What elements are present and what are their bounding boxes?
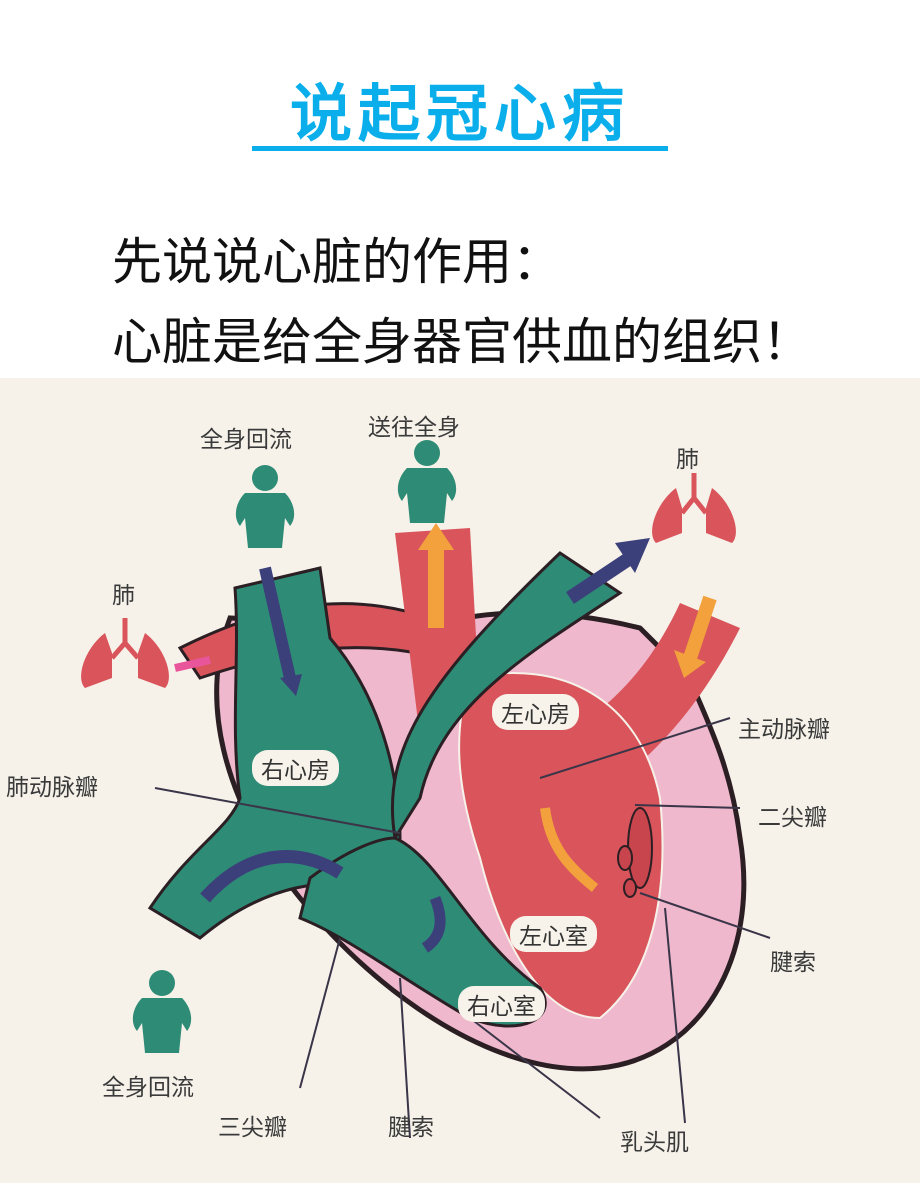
intro-text: 先说说心脏的作用： 心脏是给全身器官供血的组织！	[112, 222, 812, 382]
label-left-ventricle: 左心室	[510, 916, 597, 952]
person-icon-body-return-bottom	[132, 970, 192, 1053]
flow-arrow-lung-pink	[174, 656, 211, 672]
intro-line-1: 先说说心脏的作用：	[112, 233, 562, 291]
label-aortic-valve: 主动脉瓣	[738, 717, 830, 743]
label-right-ventricle: 右心室	[458, 986, 545, 1022]
heart-diagram: 全身回流 送往全身 肺 肺 肺动脉瓣 右心房 左心房 主动脉瓣 二尖瓣 左心室 …	[0, 378, 920, 1183]
heart-illustration	[81, 440, 771, 1139]
label-right-atrium: 右心房	[252, 750, 339, 786]
flow-arrow-pulmonary	[566, 552, 634, 604]
lungs-icon-right	[652, 473, 736, 543]
pulmonary-artery	[390, 551, 623, 843]
flow-arrow-right-ventricle	[421, 895, 446, 953]
label-body-return-top: 全身回流	[200, 427, 292, 453]
label-chordae-right: 腱索	[770, 950, 816, 976]
label-mitral-valve: 二尖瓣	[758, 805, 827, 831]
label-tricuspid-valve: 三尖瓣	[218, 1115, 287, 1141]
person-icon-send-to-body	[397, 440, 457, 523]
label-pulmonary-valve: 肺动脉瓣	[6, 775, 98, 801]
slide-title: 说起冠心病	[289, 77, 630, 150]
label-send-to-body: 送往全身	[368, 415, 460, 441]
leader-lines	[154, 717, 771, 1139]
label-lung-right: 肺	[676, 447, 699, 473]
title-underline	[252, 146, 668, 151]
flow-arrow-left-ventricle	[540, 807, 599, 892]
label-lung-left: 肺	[112, 583, 135, 609]
flow-arrow-vena-cava	[259, 566, 296, 680]
label-left-atrium: 左心房	[492, 694, 579, 730]
label-body-return-bottom: 全身回流	[102, 1075, 194, 1101]
intro-line-2: 心脏是给全身器官供血的组织！	[112, 313, 812, 371]
lungs-icon-left	[81, 618, 169, 688]
papillary-muscle-blob	[627, 807, 653, 889]
flow-arrow-right-atrium	[200, 850, 344, 903]
flow-arrow-pulmonary-vein	[683, 595, 717, 661]
label-chordae-bottom: 腱索	[388, 1115, 434, 1141]
label-papillary-muscle: 乳头肌	[620, 1130, 689, 1156]
slide-title-wrap: 说起冠心病	[250, 78, 670, 150]
person-icon-body-return-top	[235, 465, 295, 548]
